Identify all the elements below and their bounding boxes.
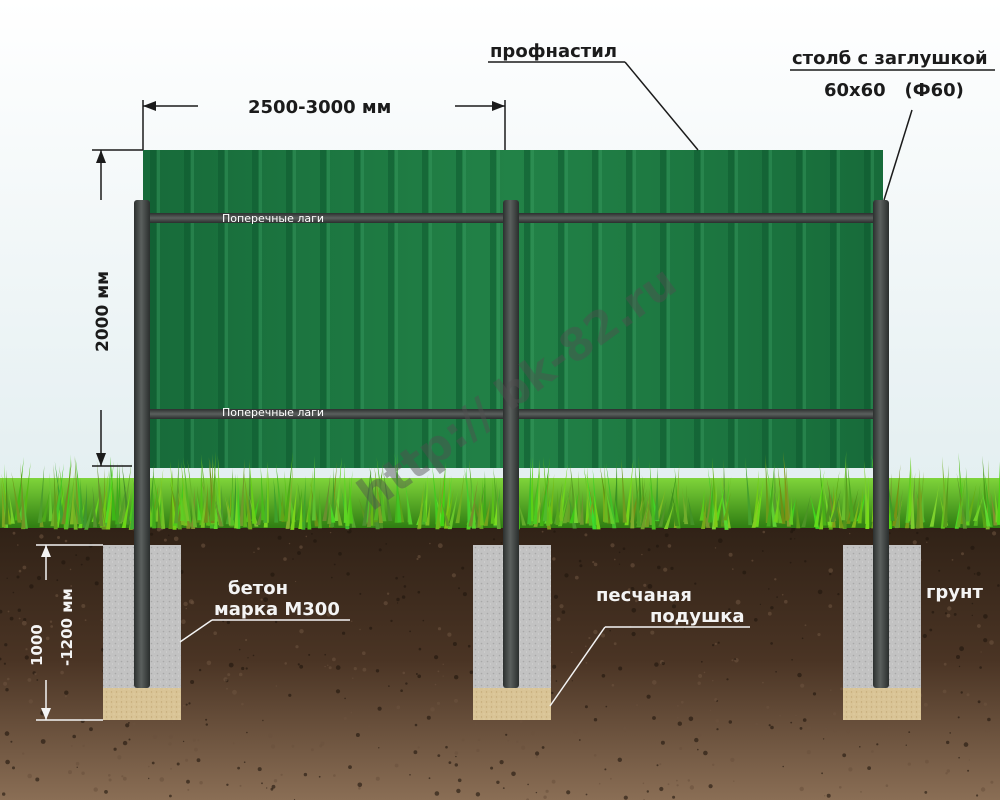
post-right xyxy=(873,200,889,688)
concrete-label-line2: марка М300 xyxy=(214,599,340,620)
arrow-down-icon xyxy=(41,708,51,720)
sheet-callout xyxy=(488,61,699,151)
ground-label: грунт xyxy=(926,582,983,603)
post-label-line2: 60х60 (Ф60) xyxy=(824,80,964,101)
sheet-ribs xyxy=(150,150,874,468)
depth-dimension-label-1: 1000 xyxy=(28,624,46,666)
sand-cushion xyxy=(473,688,551,720)
rail-lower-right xyxy=(519,409,873,419)
depth-dimension-label-2: -1200 мм xyxy=(58,588,76,666)
sand-cushion xyxy=(843,688,921,720)
width-dimension-label: 2500-3000 мм xyxy=(248,97,391,118)
sand-label-line1: песчаная xyxy=(596,585,692,606)
concrete-label-line1: бетон xyxy=(228,578,288,599)
arrow-left-icon xyxy=(143,101,156,111)
sand-label-line2: подушка xyxy=(650,606,745,627)
sand-callout xyxy=(549,626,750,707)
cross-rails xyxy=(150,213,873,419)
rail-upper-label: Поперечные лаги xyxy=(222,212,324,225)
rail-upper-left xyxy=(150,213,503,223)
rail-lower-label: Поперечные лаги xyxy=(222,406,324,419)
post-label-line1: столб с заглушкой xyxy=(792,48,988,69)
arrow-down-icon xyxy=(96,453,106,466)
posts xyxy=(134,200,889,688)
grass xyxy=(0,450,1000,530)
sheet-label: профнастил xyxy=(490,41,617,62)
arrow-up-icon xyxy=(96,150,106,163)
arrow-up-icon xyxy=(41,545,51,557)
post-callout xyxy=(790,69,995,201)
arrow-right-icon xyxy=(492,101,505,111)
rail-lower-left xyxy=(150,409,503,419)
post-left xyxy=(134,200,150,688)
rail-upper-right xyxy=(519,213,873,223)
post-middle xyxy=(503,200,519,688)
height-dimension-label: 2000 мм xyxy=(93,271,113,352)
concrete-callout xyxy=(179,619,350,643)
sand-cushion xyxy=(103,688,181,720)
